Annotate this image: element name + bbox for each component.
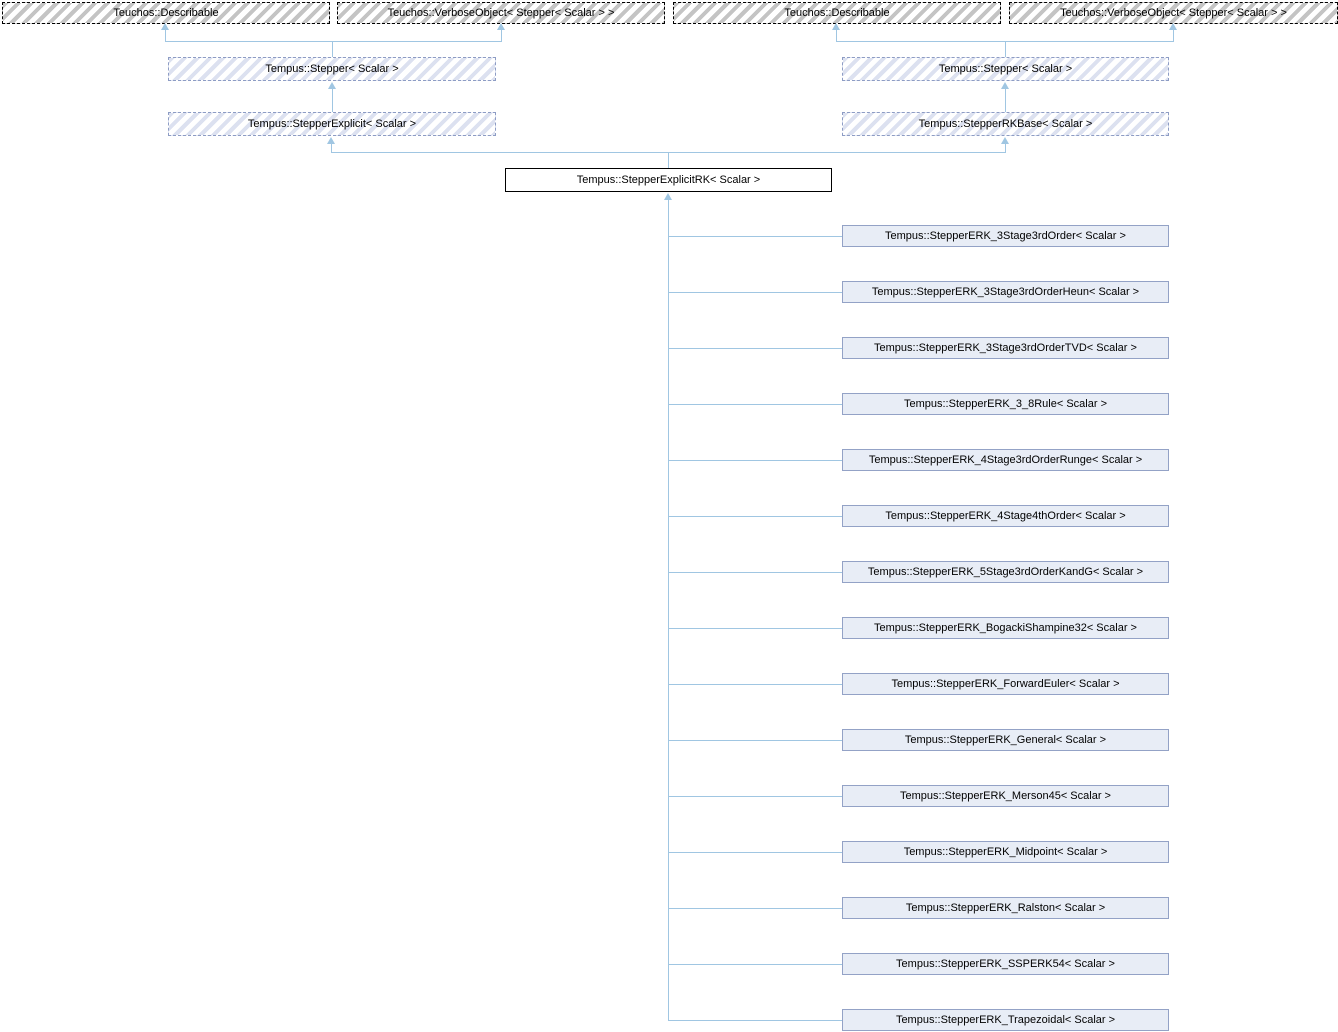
inheritance-line (332, 41, 333, 57)
class-label: Tempus::StepperERK_Ralston< Scalar > (905, 901, 1106, 914)
class-label: Tempus::Stepper< Scalar > (938, 62, 1073, 75)
inheritance-arrowhead (1001, 137, 1009, 144)
class-label: Teuchos::Describable (784, 6, 890, 19)
class-box-derived[interactable]: Tempus::StepperERK_5Stage3rdOrderKandG< … (842, 561, 1169, 583)
class-box-tempus-stepperexplicit[interactable]: Tempus::StepperExplicit< Scalar > (168, 112, 496, 136)
inheritance-branch-line (669, 404, 842, 405)
class-box-derived[interactable]: Tempus::StepperERK_3Stage3rdOrderTVD< Sc… (842, 337, 1169, 359)
class-box-derived[interactable]: Tempus::StepperERK_SSPERK54< Scalar > (842, 953, 1169, 975)
class-label: Tempus::StepperERK_General< Scalar > (904, 733, 1107, 746)
class-label: Tempus::StepperERK_3_8Rule< Scalar > (903, 397, 1107, 410)
inheritance-line (1005, 41, 1006, 57)
inheritance-line (668, 152, 669, 168)
inheritance-line (1005, 89, 1006, 112)
class-label: Tempus::StepperERK_4Stage3rdOrderRunge< … (868, 453, 1143, 466)
class-box-derived[interactable]: Tempus::StepperERK_ForwardEuler< Scalar … (842, 673, 1169, 695)
class-label: Tempus::StepperERK_Midpoint< Scalar > (903, 845, 1108, 858)
class-box-tempus-stepperexplicitrk: Tempus::StepperExplicitRK< Scalar > (505, 168, 832, 192)
class-label: Tempus::StepperRKBase< Scalar > (918, 117, 1093, 130)
inheritance-branch-line (669, 460, 842, 461)
class-box-derived[interactable]: Tempus::StepperERK_Midpoint< Scalar > (842, 841, 1169, 863)
inheritance-arrowhead (664, 193, 672, 200)
inheritance-branch-line (669, 964, 842, 965)
class-label: Tempus::StepperERK_3Stage3rdOrderHeun< S… (871, 285, 1140, 298)
class-box-tempus-stepper-right[interactable]: Tempus::Stepper< Scalar > (842, 57, 1169, 81)
class-box-teuchos-describable-left: Teuchos::Describable (2, 2, 330, 24)
class-box-derived[interactable]: Tempus::StepperERK_Ralston< Scalar > (842, 897, 1169, 919)
inheritance-branch-line (669, 1020, 842, 1021)
inheritance-branch-line (669, 236, 842, 237)
class-label: Tempus::StepperERK_Merson45< Scalar > (900, 789, 1111, 802)
class-box-derived[interactable]: Tempus::StepperERK_Merson45< Scalar > (842, 785, 1169, 807)
class-label: Tempus::StepperERK_5Stage3rdOrderKandG< … (867, 565, 1144, 578)
inheritance-branch-line (669, 292, 842, 293)
inheritance-line (165, 41, 502, 42)
class-label: Teuchos::Describable (113, 6, 219, 19)
class-label: Tempus::StepperERK_ForwardEuler< Scalar … (891, 677, 1120, 690)
class-label: Teuchos::VerboseObject< Stepper< Scalar … (387, 6, 615, 19)
inheritance-arrowhead (1001, 82, 1009, 89)
class-label: Tempus::Stepper< Scalar > (265, 62, 399, 75)
class-box-derived[interactable]: Tempus::StepperERK_General< Scalar > (842, 729, 1169, 751)
class-box-derived[interactable]: Tempus::StepperERK_3_8Rule< Scalar > (842, 393, 1169, 415)
inheritance-branch-line (669, 740, 842, 741)
inheritance-branch-line (669, 516, 842, 517)
inheritance-arrowhead (328, 82, 336, 89)
inheritance-line (1005, 144, 1006, 152)
class-box-derived[interactable]: Tempus::StepperERK_3Stage3rdOrder< Scala… (842, 225, 1169, 247)
class-box-derived[interactable]: Tempus::StepperERK_4Stage4thOrder< Scala… (842, 505, 1169, 527)
inheritance-arrowhead (832, 23, 840, 30)
inheritance-line (1173, 30, 1174, 42)
inheritance-branch-line (669, 796, 842, 797)
inheritance-arrowhead (161, 23, 169, 30)
class-label: Tempus::StepperExplicit< Scalar > (247, 117, 417, 130)
class-box-teuchos-verboseobject-right: Teuchos::VerboseObject< Stepper< Scalar … (1009, 2, 1338, 24)
inheritance-branch-line (669, 852, 842, 853)
class-box-derived[interactable]: Tempus::StepperERK_4Stage3rdOrderRunge< … (842, 449, 1169, 471)
class-label: Tempus::StepperERK_3Stage3rdOrder< Scala… (885, 229, 1126, 242)
inheritance-line (165, 30, 166, 42)
inheritance-arrowhead (327, 137, 335, 144)
class-box-derived[interactable]: Tempus::StepperERK_3Stage3rdOrderHeun< S… (842, 281, 1169, 303)
class-label: Tempus::StepperERK_3Stage3rdOrderTVD< Sc… (874, 341, 1137, 354)
class-box-teuchos-describable-right: Teuchos::Describable (673, 2, 1001, 24)
class-box-tempus-stepper-left[interactable]: Tempus::Stepper< Scalar > (168, 57, 496, 81)
class-box-derived[interactable]: Tempus::StepperERK_Trapezoidal< Scalar > (842, 1009, 1169, 1031)
class-label: Teuchos::VerboseObject< Stepper< Scalar … (1060, 6, 1287, 19)
inheritance-trunk-line (668, 200, 669, 1021)
inheritance-line (331, 144, 332, 152)
inheritance-branch-line (669, 684, 842, 685)
class-label: Tempus::StepperERK_SSPERK54< Scalar > (896, 957, 1115, 970)
class-label: Tempus::StepperERK_Trapezoidal< Scalar > (895, 1013, 1116, 1026)
inheritance-branch-line (669, 348, 842, 349)
class-box-tempus-stepperrkbase[interactable]: Tempus::StepperRKBase< Scalar > (842, 112, 1169, 136)
inheritance-arrowhead (1169, 23, 1177, 30)
class-label: Tempus::StepperExplicitRK< Scalar > (576, 173, 761, 186)
inheritance-line (836, 30, 837, 42)
class-box-derived[interactable]: Tempus::StepperERK_BogackiShampine32< Sc… (842, 617, 1169, 639)
class-box-teuchos-verboseobject-left: Teuchos::VerboseObject< Stepper< Scalar … (337, 2, 665, 24)
inheritance-branch-line (669, 908, 842, 909)
inheritance-line (332, 89, 333, 112)
inheritance-branch-line (669, 572, 842, 573)
inheritance-branch-line (669, 628, 842, 629)
inheritance-line (501, 30, 502, 42)
inheritance-arrowhead (497, 23, 505, 30)
class-label: Tempus::StepperERK_4Stage4thOrder< Scala… (885, 509, 1126, 522)
class-label: Tempus::StepperERK_BogackiShampine32< Sc… (874, 621, 1137, 634)
